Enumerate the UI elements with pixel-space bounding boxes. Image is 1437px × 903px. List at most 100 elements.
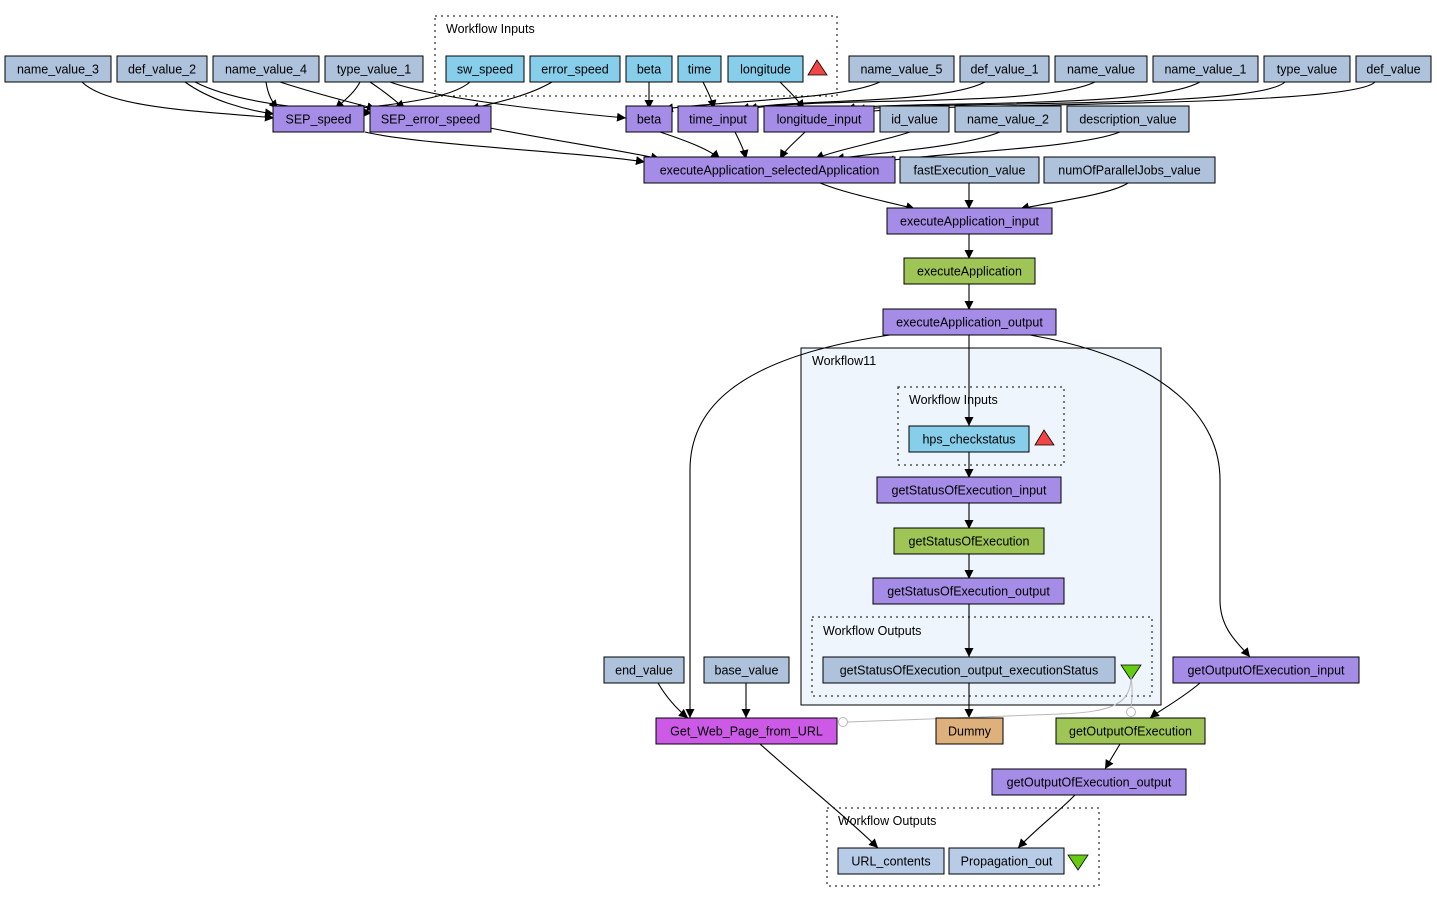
node-propagation-out[interactable]: Propagation_out (948, 847, 1065, 875)
workflow-outputs-triangle-icon (1067, 854, 1089, 871)
node-box (4, 55, 112, 83)
node-label: name_value_4 (225, 63, 307, 77)
control-link-end-get-web-page-icon (838, 717, 848, 727)
node-executeapplication-output[interactable]: executeApplication_output (882, 308, 1057, 336)
cluster-label-workflow-inputs: Workflow Inputs (446, 22, 535, 36)
node-label: getOutputOfExecution_input (1187, 664, 1345, 678)
node-label: type_value_1 (337, 63, 411, 77)
node-id-value[interactable]: id_value (879, 105, 950, 133)
node-type-value-1[interactable]: type_value_1 (324, 55, 424, 83)
node-label: SEP_speed (285, 113, 351, 127)
node-box (1355, 55, 1432, 83)
node-def-value-1[interactable]: def_value_1 (959, 55, 1050, 83)
node-box (903, 257, 1036, 285)
edge-get-output-input-to-get-output (1149, 682, 1201, 719)
edge-beta-to-selected-app (659, 131, 721, 160)
cluster-label-workflow11: Workflow11 (812, 354, 876, 368)
node-executeapplication-selectedapplication[interactable]: executeApplication_selectedApplication (643, 156, 896, 184)
node-name-value-5[interactable]: name_value_5 (848, 55, 955, 83)
node-getstatusofexecution[interactable]: getStatusOfExecution (893, 527, 1045, 555)
node-input-error-speed[interactable]: error_speed (529, 55, 621, 83)
node-dummy[interactable]: Dummy (935, 717, 1004, 745)
node-getoutputofexecution[interactable]: getOutputOfExecution (1055, 717, 1206, 745)
node-label: executeApplication_input (900, 215, 1040, 229)
node-numofparalleljobs-value[interactable]: numOfParallelJobs_value (1043, 156, 1216, 184)
node-executeapplication-input[interactable]: executeApplication_input (886, 207, 1053, 235)
node-description-value[interactable]: description_value (1066, 105, 1190, 133)
node-input-sw-speed[interactable]: sw_speed (445, 55, 525, 83)
node-box (643, 156, 896, 184)
node-label: def_value (1366, 63, 1420, 77)
node-getstatusofexecution-output-executionstatus[interactable]: getStatusOfExecution_output_executionSta… (822, 656, 1116, 684)
node-time-input[interactable]: time_input (677, 105, 759, 133)
node-label: beta (637, 63, 661, 77)
node-label: def_value_2 (128, 63, 196, 77)
node-box (1172, 656, 1360, 684)
node-box (445, 55, 525, 83)
node-input-longitude[interactable]: longitude (727, 55, 804, 83)
node-def-value-2[interactable]: def_value_2 (116, 55, 208, 83)
edge-name-value-3-to-sep-speed (81, 81, 275, 122)
node-input-beta[interactable]: beta (625, 55, 673, 83)
node-getstatusofexecution-input[interactable]: getStatusOfExecution_input (876, 476, 1062, 504)
node-name-value-4[interactable]: name_value_4 (212, 55, 320, 83)
node-sep-error-speed[interactable]: SEP_error_speed (369, 105, 492, 133)
node-label: name_value_1 (1164, 63, 1246, 77)
node-box (677, 55, 722, 83)
node-label: beta (637, 113, 661, 127)
node-name-value-3[interactable]: name_value_3 (4, 55, 112, 83)
node-url-contents[interactable]: URL_contents (837, 847, 945, 875)
node-label: id_value (891, 113, 938, 127)
node-label: fastExecution_value (914, 164, 1026, 178)
node-executeapplication[interactable]: executeApplication (903, 257, 1036, 285)
cluster-label-nested-workflow-outputs: Workflow Outputs (823, 624, 921, 638)
node-label: URL_contents (851, 855, 930, 869)
node-fastexecution-value[interactable]: fastExecution_value (899, 156, 1040, 184)
node-label: getOutputOfExecution (1069, 725, 1192, 739)
node-def-value[interactable]: def_value (1355, 55, 1432, 83)
node-longitude-input[interactable]: longitude_input (763, 105, 875, 133)
control-link-end-get-output-icon (1126, 707, 1136, 717)
node-box (954, 105, 1062, 133)
edge-def-value-2-to-sep-speed (184, 81, 275, 118)
node-box (899, 156, 1040, 184)
node-getoutputofexecution-output[interactable]: getOutputOfExecution_output (991, 768, 1187, 796)
node-box (872, 577, 1065, 605)
node-label: description_value (1079, 113, 1176, 127)
node-base-value[interactable]: base_value (703, 656, 790, 684)
node-label: longitude (740, 63, 791, 77)
node-beta[interactable]: beta (625, 105, 673, 133)
node-box (935, 717, 1004, 745)
node-box (822, 656, 1116, 684)
node-end-value[interactable]: end_value (603, 656, 685, 684)
node-box (886, 207, 1053, 235)
node-box (893, 527, 1045, 555)
edge-exec-output-to-get-web-page (685, 334, 891, 718)
node-label: SEP_error_speed (381, 113, 480, 127)
node-type-value[interactable]: type_value (1263, 55, 1351, 83)
node-label: Dummy (948, 725, 992, 739)
node-label: numOfParallelJobs_value (1058, 164, 1200, 178)
edge-name-value-4-to-sep-error-speed (279, 81, 377, 112)
node-sep-speed[interactable]: SEP_speed (272, 105, 365, 133)
node-name-value-2[interactable]: name_value_2 (954, 105, 1062, 133)
edge-selected-app-to-exec-input (819, 182, 916, 211)
edge-get-output-output-to-propagation-out (1017, 794, 1076, 849)
node-label: executeApplication_selectedApplication (660, 164, 880, 178)
node-hps-checkstatus[interactable]: hps_checkstatus (908, 425, 1030, 453)
workflow-inputs-triangle-icon (807, 59, 828, 76)
control-link-to-get-output (1130, 676, 1133, 708)
node-name-value[interactable]: name_value (1054, 55, 1148, 83)
node-box (625, 55, 673, 83)
node-get-web-page-from-url[interactable]: Get_Web_Page_from_URL (655, 717, 838, 745)
node-getstatusofexecution-output[interactable]: getStatusOfExecution_output (872, 577, 1065, 605)
node-getoutputofexecution-input[interactable]: getOutputOfExecution_input (1172, 656, 1360, 684)
node-label: getStatusOfExecution_input (892, 484, 1047, 498)
node-input-time[interactable]: time (677, 55, 722, 83)
node-box (837, 847, 945, 875)
node-name-value-1[interactable]: name_value_1 (1152, 55, 1259, 83)
cluster-label-nested-workflow-inputs: Workflow Inputs (909, 393, 998, 407)
cluster-workflow-outputs: Workflow Outputs (826, 807, 1100, 887)
node-box (876, 476, 1062, 504)
node-box (272, 105, 365, 133)
